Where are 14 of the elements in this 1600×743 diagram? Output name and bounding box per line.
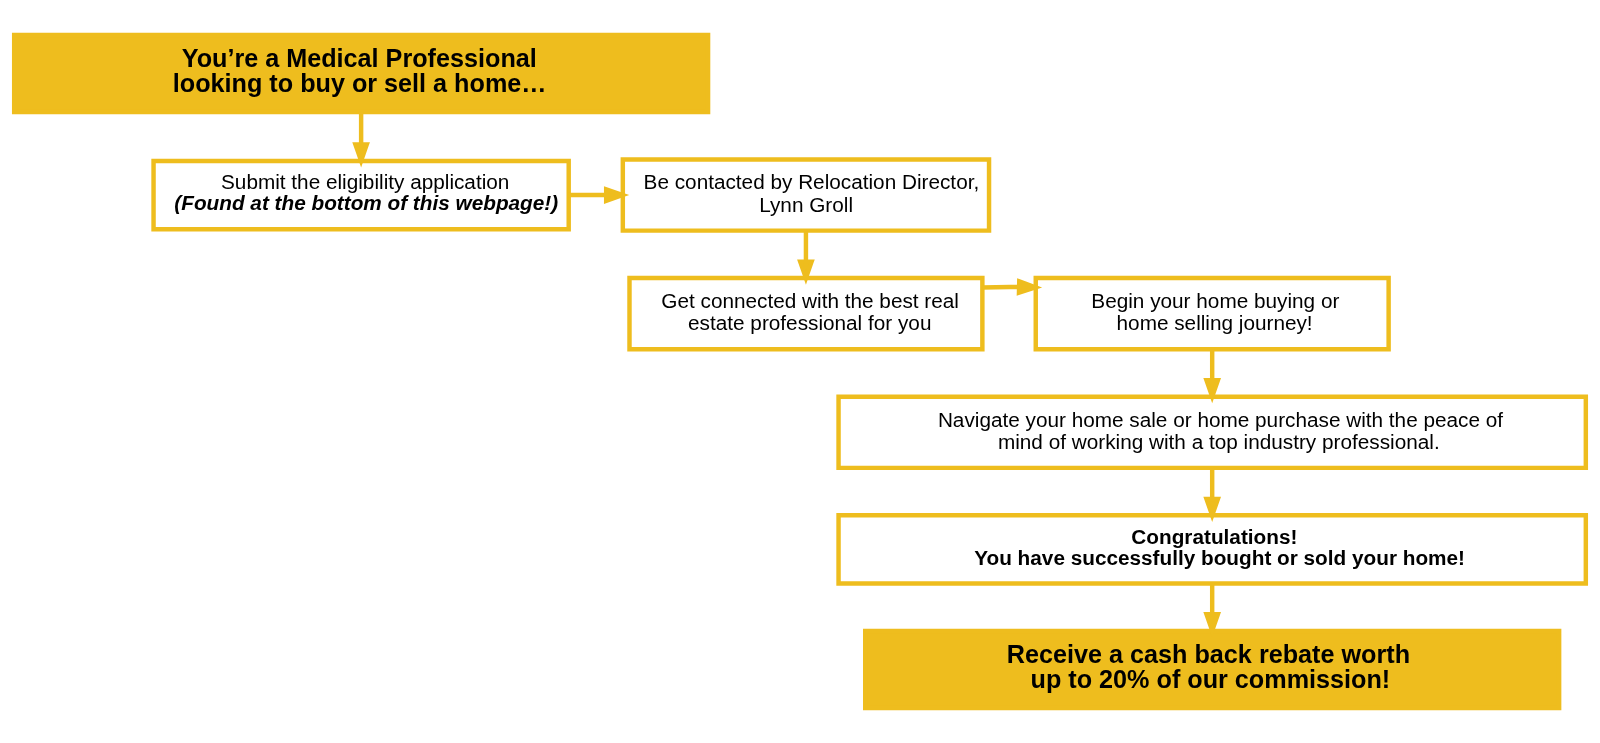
arrow: [1203, 468, 1222, 522]
node-box: Get connected with the best real estate professional for you: [627, 275, 985, 352]
arrow: [1203, 349, 1222, 404]
node-box: Submit the eligibility application (Found at the bottom of this webpage!): [151, 158, 571, 232]
node-box: Navigate your home sale or home purchase with the peace of mind of working with a top industry professional.: [836, 394, 1589, 471]
node-box: Be contacted by Relocation Director, Lynn Groll: [620, 157, 992, 233]
arrow: [568, 186, 630, 204]
node-box: You’re a Medical Professional looking to buy or sell a home…: [11, 32, 711, 115]
arrow: [982, 278, 1043, 296]
arrow: [797, 231, 815, 285]
node-box: Receive a cash back rebate worth up to 20% of our commission!: [863, 628, 1562, 711]
node-box: Congratulations! You have successfully bought or sold your home!: [836, 513, 1589, 586]
arrow: [352, 112, 370, 168]
node-box: Begin your home buying or home selling journey!: [1033, 275, 1391, 352]
